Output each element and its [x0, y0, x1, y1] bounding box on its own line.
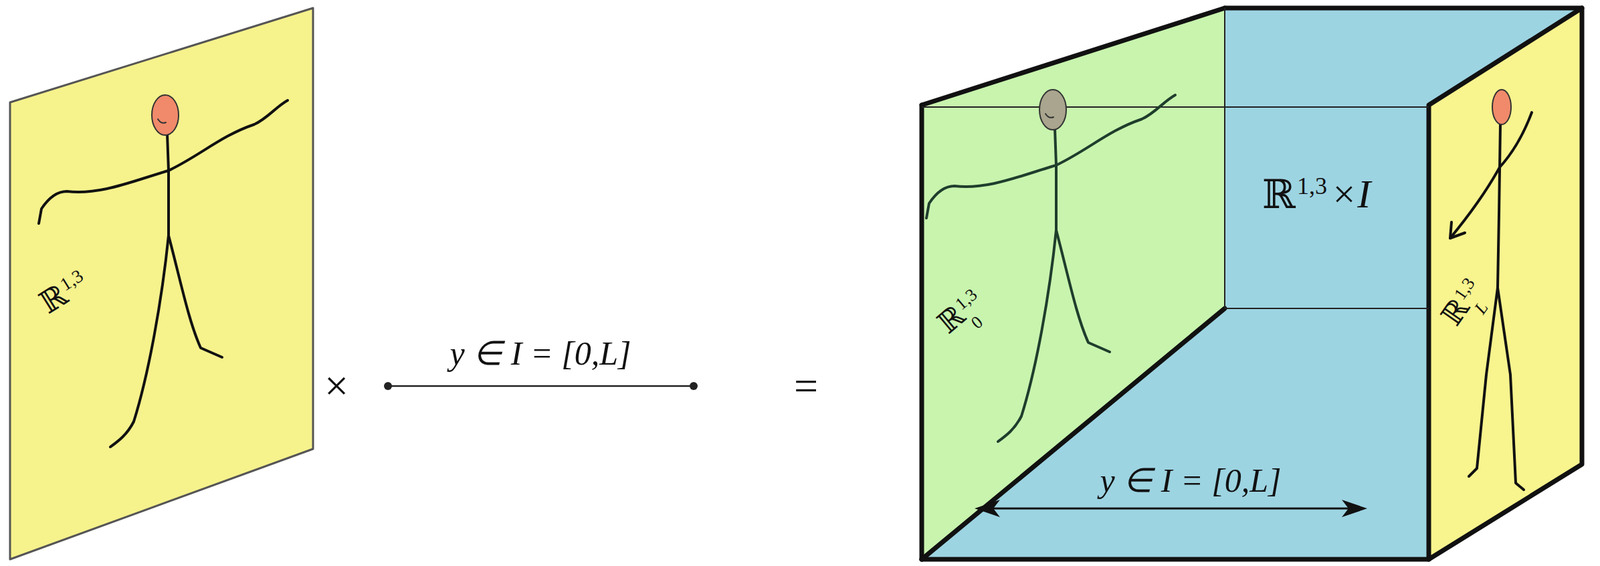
interval-label: y ∈ I = [0,L]: [1100, 463, 1282, 497]
shape-outline: [1428, 8, 1582, 560]
script-column: 1,3: [1296, 173, 1328, 200]
equals-sign: =: [793, 364, 819, 408]
edge-line: [921, 557, 1429, 562]
superscript: 1,3: [1296, 173, 1328, 200]
shape-fill: [1428, 8, 1582, 560]
space-symbol: ℝ: [1262, 173, 1296, 215]
box-edges: [921, 8, 1429, 309]
shape-fill: [921, 8, 1582, 560]
double-arrow: [974, 499, 1368, 518]
stick-figure: [38, 94, 288, 447]
stick-figure: [1450, 89, 1532, 490]
interval-segment: [383, 381, 698, 390]
stick-figure: [926, 89, 1176, 442]
product-suffix: ×I: [1330, 173, 1371, 215]
math-label: ℝ1,3×I: [1262, 173, 1371, 215]
minkowski-plane: ℝ1,3: [10, 8, 314, 560]
edge-line: [919, 105, 925, 560]
interval-label: y ∈ I = [0,L]: [450, 336, 632, 370]
times-sign: ×: [324, 364, 349, 408]
edge-line: [921, 8, 1225, 106]
bulk-box: ℝ1,3×Iy ∈ I = [0,L]ℝ1,30ℝ1,3L: [921, 8, 1582, 560]
shape-fill: [10, 8, 314, 560]
edge-line: [1224, 6, 1582, 11]
edge-line: [921, 308, 1225, 560]
shape-fill: [921, 8, 1225, 560]
brane-face: ℝ1,3L: [1428, 8, 1582, 560]
edge-line: [1224, 8, 1226, 309]
